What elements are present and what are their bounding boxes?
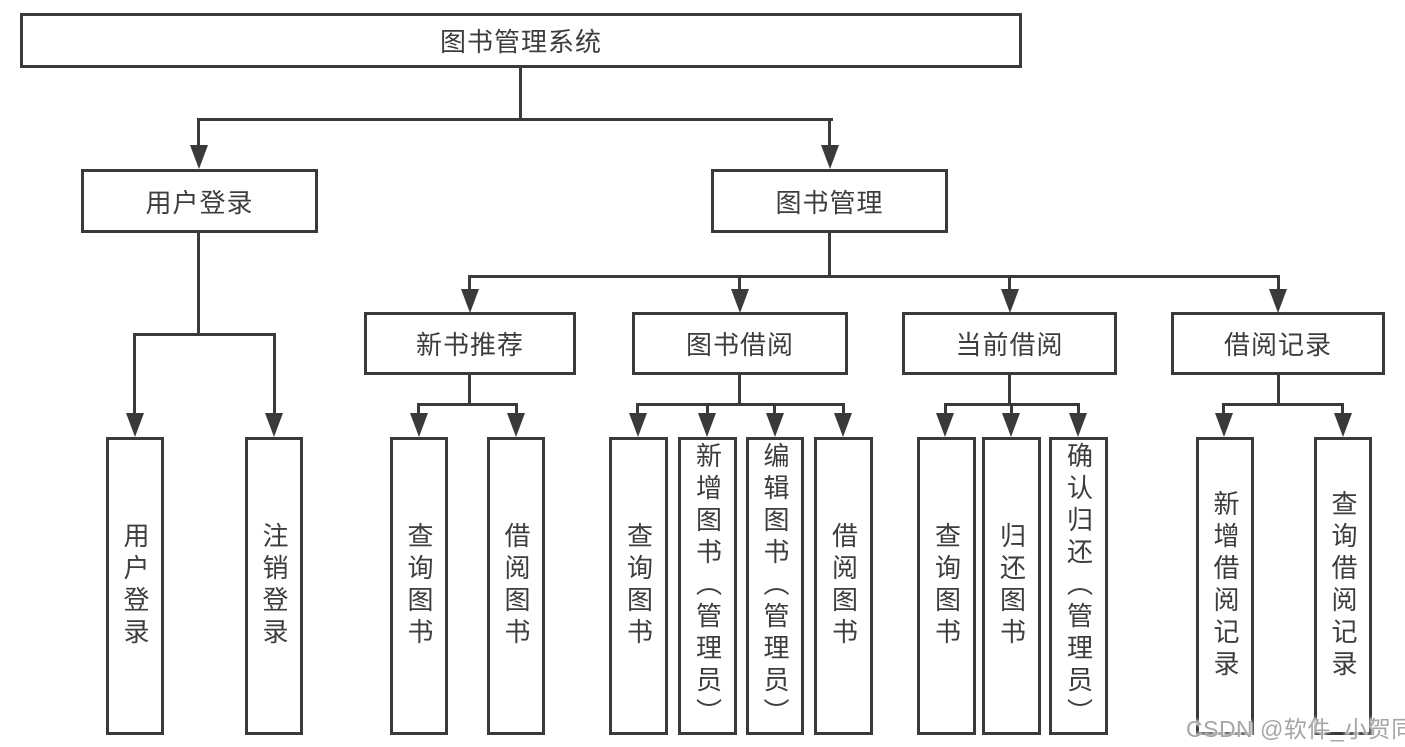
leaf-borrow-books-recommend: 借阅图书: [487, 437, 545, 735]
leaf-logout: 注销登录: [245, 437, 303, 735]
leaf-query-books-recommend-label: 查询图书: [404, 522, 434, 650]
leaf-query-books-current-label: 查询图书: [931, 522, 962, 650]
connector-book-mgmt-vline: [828, 233, 831, 278]
csdn-watermark: CSDN @软件_小贺同学: [1186, 716, 1405, 742]
node-book-borrowing: 图书借阅: [632, 312, 848, 375]
leaf-borrow-books-recommend-label: 借阅图书: [501, 522, 531, 650]
connector-root-stub-right: [828, 118, 831, 147]
arrow-down-icon: [1215, 413, 1233, 437]
connector-current-stub: [1077, 403, 1080, 415]
connector-records-vline: [1277, 375, 1280, 406]
leaf-query-books-borrowing: 查询图书: [609, 437, 668, 735]
arrow-down-icon: [265, 413, 283, 437]
arrow-down-icon: [410, 413, 428, 437]
node-current-borrowing: 当前借阅: [902, 312, 1117, 375]
connector-current-stub: [1010, 403, 1013, 415]
arrow-down-icon: [1334, 413, 1352, 437]
node-book-borrowing-label: 图书借阅: [685, 330, 794, 360]
node-user-login: 用户登录: [81, 169, 318, 233]
connector-user-login-vline: [197, 233, 200, 335]
connector-book-mgmt-stub: [468, 275, 471, 292]
arrow-down-icon: [936, 413, 954, 437]
connector-book-mgmt-stub: [738, 275, 741, 292]
leaf-confirm-return-admin: 确认归还（管理员）: [1049, 437, 1108, 735]
connector-borrowing-stub: [706, 403, 709, 415]
arrow-down-icon: [731, 289, 749, 313]
connector-root-hline: [197, 118, 833, 121]
leaf-logout-label: 注销登录: [259, 522, 289, 650]
leaf-add-borrow-record: 新增借阅记录: [1196, 437, 1254, 735]
connector-borrowing-vline: [738, 375, 741, 406]
node-new-book-recommend-label: 新书推荐: [415, 330, 524, 360]
connector-new-book-hline: [417, 403, 518, 406]
leaf-query-borrow-record: 查询借阅记录: [1314, 437, 1372, 735]
leaf-borrow-books-borrowing: 借阅图书: [814, 437, 873, 735]
connector-borrowing-stub: [636, 403, 639, 415]
connector-borrowing-hline: [636, 403, 845, 406]
connector-user-login-stub: [133, 333, 136, 415]
connector-borrowing-stub: [842, 403, 845, 415]
leaf-edit-books-admin: 编辑图书（管理员）: [746, 437, 804, 735]
leaf-edit-books-admin-label: 编辑图书（管理员）: [760, 442, 790, 730]
leaf-borrow-books-borrowing-label: 借阅图书: [828, 522, 859, 650]
arrow-down-icon: [629, 413, 647, 437]
node-borrowing-records-label: 借阅记录: [1223, 330, 1332, 360]
connector-borrowing-stub: [773, 403, 776, 415]
arrow-down-icon: [461, 289, 479, 313]
arrow-down-icon: [1001, 289, 1019, 313]
arrow-down-icon: [1002, 413, 1020, 437]
connector-current-vline: [1008, 375, 1011, 406]
node-book-management-label: 图书管理: [775, 187, 884, 218]
connector-book-mgmt-stub: [1008, 275, 1011, 292]
arrow-down-icon: [834, 413, 852, 437]
connector-new-book-stub: [417, 403, 420, 415]
arrow-down-icon: [1269, 289, 1287, 313]
leaf-add-books-admin-label: 新增图书（管理员）: [692, 442, 723, 730]
arrow-down-icon: [698, 413, 716, 437]
node-book-management: 图书管理: [711, 169, 948, 233]
leaf-user-login: 用户登录: [106, 437, 164, 735]
arrow-down-icon: [1069, 413, 1087, 437]
arrow-down-icon: [190, 145, 208, 169]
connector-root-stub-left: [197, 118, 200, 147]
node-borrowing-records: 借阅记录: [1171, 312, 1385, 375]
connector-new-book-stub: [515, 403, 518, 415]
leaf-add-books-admin: 新增图书（管理员）: [678, 437, 737, 735]
leaf-confirm-return-admin-label: 确认归还（管理员）: [1063, 442, 1094, 730]
node-user-login-label: 用户登录: [145, 187, 254, 218]
leaf-user-login-label: 用户登录: [120, 522, 150, 650]
leaf-query-books-current: 查询图书: [917, 437, 976, 735]
connector-user-login-hline: [133, 333, 276, 336]
node-book-management-system: 图书管理系统: [20, 13, 1022, 68]
connector-new-book-vline: [468, 375, 471, 406]
connector-records-hline: [1222, 403, 1344, 406]
connector-records-stub: [1222, 403, 1225, 415]
leaf-return-books-label: 归还图书: [996, 522, 1027, 650]
leaf-query-books-recommend: 查询图书: [390, 437, 448, 735]
arrow-down-icon: [507, 413, 525, 437]
leaf-add-borrow-record-label: 新增借阅记录: [1210, 490, 1240, 682]
node-current-borrowing-label: 当前借阅: [955, 330, 1064, 360]
connector-book-mgmt-hline: [468, 275, 1280, 278]
connector-book-mgmt-stub: [1277, 275, 1280, 292]
node-new-book-recommend: 新书推荐: [364, 312, 576, 375]
arrow-down-icon: [821, 145, 839, 169]
leaf-return-books: 归还图书: [982, 437, 1041, 735]
connector-root-vline: [519, 68, 522, 120]
connector-user-login-stub: [273, 333, 276, 415]
arrow-down-icon: [766, 413, 784, 437]
leaf-query-borrow-record-label: 查询借阅记录: [1328, 490, 1358, 682]
leaf-query-books-borrowing-label: 查询图书: [623, 522, 654, 650]
connector-records-stub: [1341, 403, 1344, 415]
connector-current-stub: [944, 403, 947, 415]
arrow-down-icon: [126, 413, 144, 437]
node-book-management-system-label: 图书管理系统: [439, 27, 602, 57]
